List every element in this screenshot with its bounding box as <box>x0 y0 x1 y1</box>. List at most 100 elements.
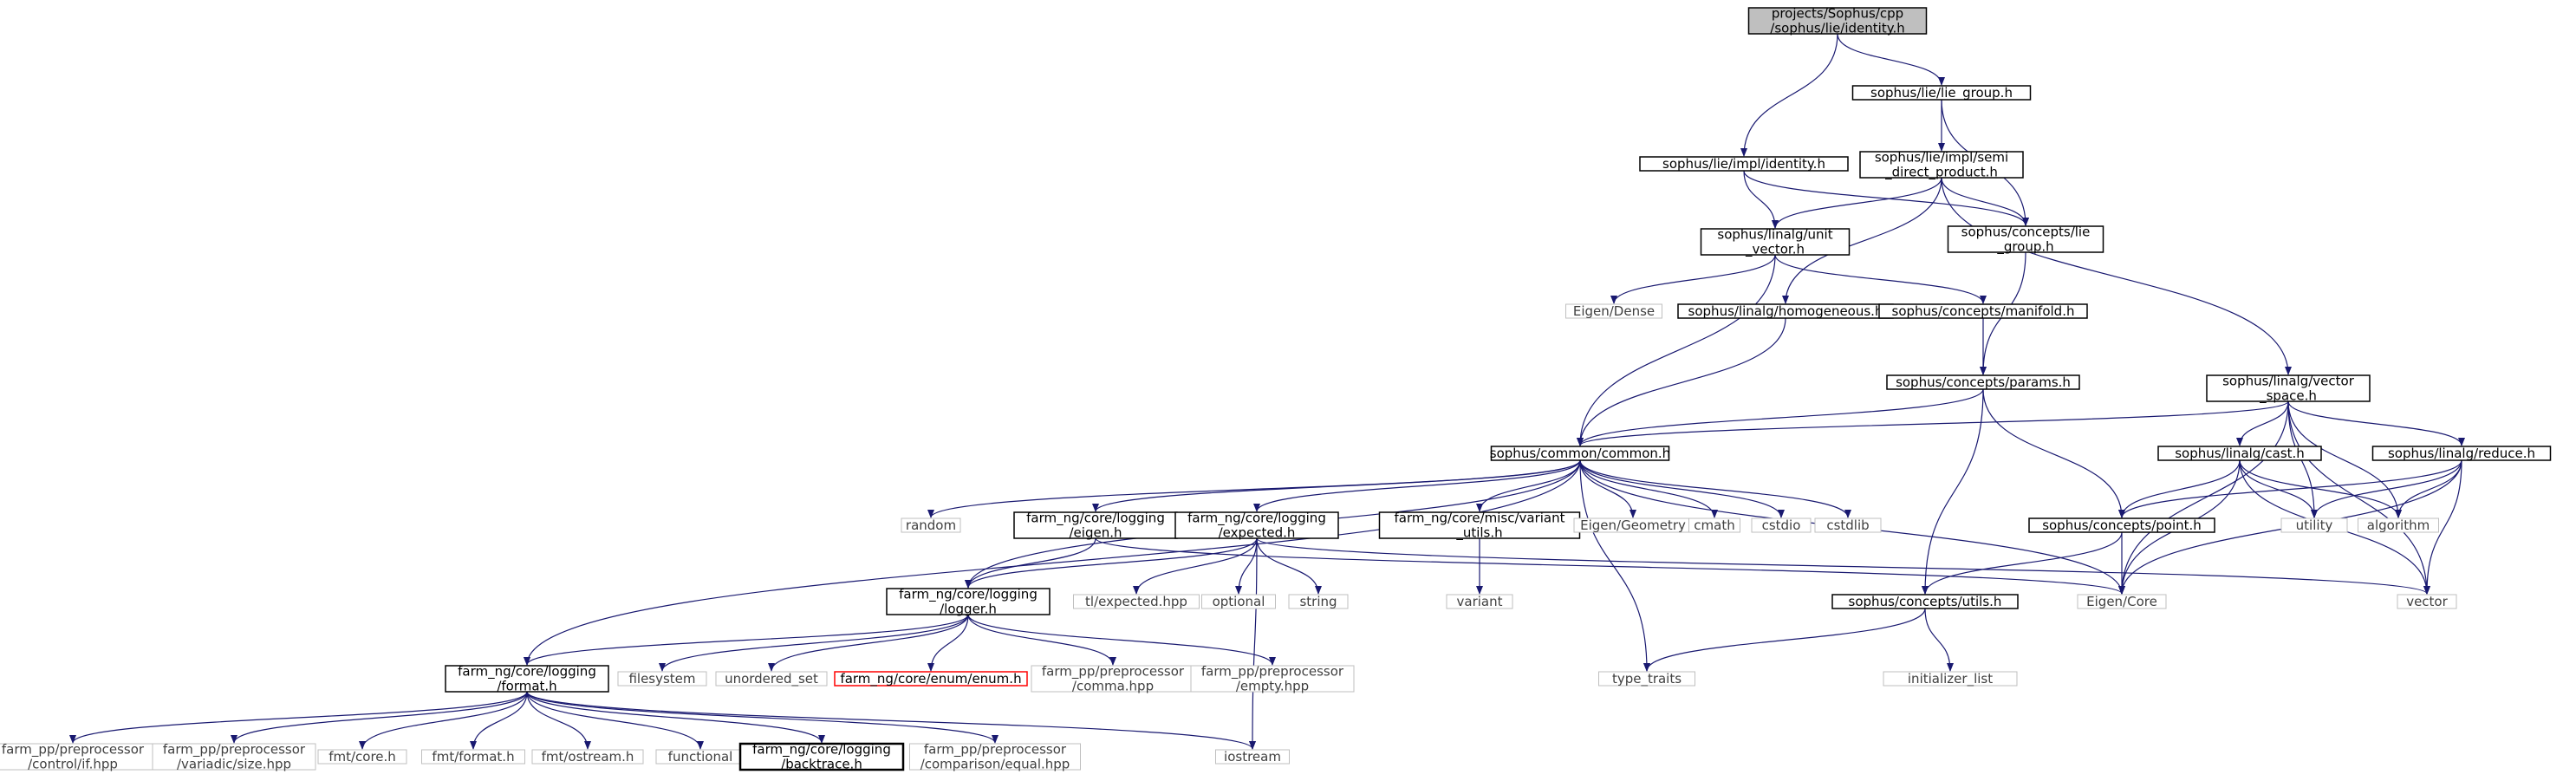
node-point[interactable]: sophus/concepts/point.h <box>2028 517 2215 533</box>
node-box <box>1031 665 1195 693</box>
node-log-eigen[interactable]: farm_ng/core/logging/eigen.h <box>1013 511 1178 541</box>
node-homogeneous[interactable]: sophus/linalg/homogeneous.h <box>1677 303 1894 319</box>
node-label: /empty.hpp <box>1236 679 1309 694</box>
node-reduce[interactable]: sophus/linalg/reduce.h <box>2371 446 2552 461</box>
edge-point-to-concepts-utils <box>1922 531 2123 595</box>
node-label: vector <box>2406 594 2448 609</box>
node-cast[interactable]: sophus/linalg/cast.h <box>2157 446 2322 461</box>
node-box <box>1831 594 2019 609</box>
edge-log-format-to-fmt-format <box>470 691 528 750</box>
node-box <box>1288 594 1349 609</box>
edge-log-format-to-pp-size <box>231 691 528 744</box>
node-label: sophus/linalg/cast.h <box>2175 446 2305 461</box>
edge-log-format-to-backtrace <box>526 691 825 744</box>
node-optional: optional <box>1201 594 1276 609</box>
node-common[interactable]: sophus/common/common.h <box>1490 446 1670 461</box>
node-log-format[interactable]: farm_ng/core/logging/format.h <box>445 664 609 694</box>
node-eigen-dense: Eigen/Dense <box>1565 303 1662 319</box>
node-label: /comparison/equal.hpp <box>920 757 1070 772</box>
node-box <box>1859 151 2024 179</box>
node-cmath: cmath <box>1688 517 1740 533</box>
node-box <box>1598 671 1695 687</box>
node-label: _space.h <box>2259 388 2317 405</box>
node-box <box>1639 156 1849 172</box>
node-enum-h[interactable]: farm_ng/core/enum/enum.h <box>834 671 1028 687</box>
node-box <box>1947 225 2104 253</box>
node-impl-identity[interactable]: sophus/lie/impl/identity.h <box>1639 156 1849 172</box>
node-label: /comma.hpp <box>1072 679 1154 694</box>
node-label: farm_pp/preprocessor <box>163 742 306 758</box>
node-label: iostream <box>1224 749 1281 765</box>
edge-semi-direct-to-vector-space <box>1941 177 2292 375</box>
edge-log-expected-to-vector <box>1256 537 2430 595</box>
edge-concepts-utils-to-type-traits <box>1643 608 1926 672</box>
node-box <box>2157 446 2322 461</box>
node-concepts-utils[interactable]: sophus/concepts/utils.h <box>1831 594 2019 609</box>
edge-homogeneous-to-common <box>1577 317 1786 446</box>
node-backtrace[interactable]: farm_ng/core/logging/backtrace.h <box>738 742 905 772</box>
node-label: unordered_set <box>725 671 818 687</box>
node-variant: variant <box>1446 594 1513 609</box>
node-box <box>1190 665 1355 693</box>
node-box <box>531 749 644 765</box>
edge-log-expected-to-tl-expected <box>1133 537 1258 595</box>
node-box <box>886 588 1051 615</box>
node-root[interactable]: projects/Sophus/cpp/sophus/lie/identity.… <box>1747 6 1928 36</box>
edge-vector-space-to-reduce <box>2287 400 2465 446</box>
node-lie-group[interactable]: sophus/lie/lie_group.h <box>1851 85 2032 101</box>
node-label: /control/if.hpp <box>28 757 118 772</box>
node-pp-equal: farm_pp/preprocessor/comparison/equal.hp… <box>909 742 1081 772</box>
node-label: sophus/concepts/params.h <box>1896 374 2071 390</box>
node-vector-space[interactable]: sophus/linalg/vector_space.h <box>2206 374 2371 405</box>
edge-common-to-variant-utils <box>1476 459 1581 512</box>
edge-root-to-lie-group <box>1837 33 1945 86</box>
node-logger[interactable]: farm_ng/core/logging/logger.h <box>886 587 1051 617</box>
node-label: type_traits <box>1612 671 1682 687</box>
node-fmt-core: fmt/core.h <box>317 749 407 765</box>
edge-unit-vector-to-eigen-dense <box>1610 254 1776 304</box>
node-label: sophus/concepts/utils.h <box>1849 594 2002 609</box>
edge-semi-direct-to-homogeneous <box>1782 177 1942 304</box>
node-functional: functional <box>655 749 745 765</box>
edge-cast-to-utility <box>2239 459 2318 518</box>
edge-log-format-to-fmt-core <box>359 691 528 750</box>
node-variant-utils[interactable]: farm_ng/core/misc/variant_utils.h <box>1378 511 1581 542</box>
node-label: algorithm <box>2367 517 2430 533</box>
node-concepts-lie[interactable]: sophus/concepts/lie_group.h <box>1947 225 2104 256</box>
node-label: fmt/format.h <box>432 749 514 765</box>
node-box <box>1073 594 1200 609</box>
node-unit-vector[interactable]: sophus/linalg/unit_vector.h <box>1700 227 1851 258</box>
node-semi-direct[interactable]: sophus/lie/impl/semi_direct_product.h <box>1859 150 2024 181</box>
node-label: /format.h <box>497 679 556 694</box>
edge-vector-space-to-common <box>1577 400 2289 446</box>
edge-semi-direct-to-unit-vector <box>1772 177 1942 229</box>
node-label: farm_ng/core/logging <box>899 587 1038 603</box>
node-label: farm_ng/core/logging <box>1187 511 1326 527</box>
node-cstdlib: cstdlib <box>1814 517 1882 533</box>
edge-common-to-cstdio <box>1579 459 1785 518</box>
node-unordered-set: unordered_set <box>715 671 828 687</box>
node-box <box>1814 517 1882 533</box>
edge-vector-space-to-eigen-core <box>2118 400 2289 595</box>
node-label: sophus/concepts/lie <box>1961 225 2091 240</box>
edge-logger-to-pp-comma <box>967 614 1116 666</box>
node-label: sophus/concepts/manifold.h <box>1892 303 2075 319</box>
node-box <box>1215 749 1290 765</box>
node-label: utility <box>2296 517 2333 533</box>
node-label: sophus/linalg/reduce.h <box>2388 446 2535 461</box>
node-box <box>1878 303 2088 319</box>
node-utility: utility <box>2280 517 2348 533</box>
node-label: sophus/lie/impl/semi <box>1875 150 2008 166</box>
node-log-expected[interactable]: farm_ng/core/logging/expected.h <box>1174 511 1339 541</box>
edge-log-format-to-iostream <box>526 691 1256 750</box>
edge-common-to-cmath <box>1579 459 1718 518</box>
node-algorithm: algorithm <box>2358 517 2439 533</box>
edge-log-format-to-functional <box>526 691 704 750</box>
node-manifold[interactable]: sophus/concepts/manifold.h <box>1878 303 2088 319</box>
edge-log-eigen-to-logger <box>965 537 1096 589</box>
node-label: farm_pp/preprocessor <box>1201 664 1344 680</box>
node-params[interactable]: sophus/concepts/params.h <box>1886 374 2080 390</box>
node-eigen-core: Eigen/Core <box>2077 594 2167 609</box>
node-box <box>901 517 961 533</box>
node-pp-empty: farm_pp/preprocessor/empty.hpp <box>1190 664 1355 694</box>
